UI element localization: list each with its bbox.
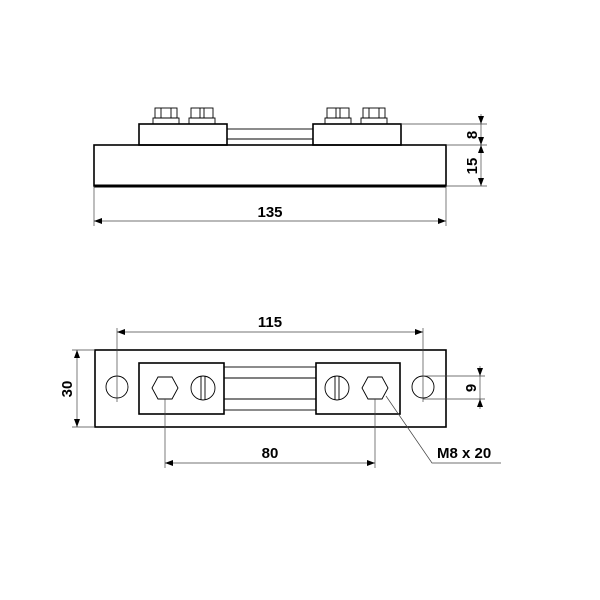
resistive-strip-top: [223, 366, 317, 411]
base-plate-side: [93, 144, 447, 187]
left-terminal-block-top: [138, 362, 225, 415]
dim-hole-diameter: 9: [463, 384, 480, 392]
top-view: 115 30 9 80 M8 x 20: [59, 314, 501, 468]
dim-block-height: 8: [464, 131, 481, 139]
slotted-screw-icon: [324, 375, 350, 401]
dim-hole-spacing: 115: [258, 314, 282, 331]
right-terminal-block-side: [312, 123, 402, 146]
slotted-screw-icon: [324, 107, 352, 125]
thread-callout: M8 x 20: [437, 445, 491, 462]
hex-bolt-icon: [151, 376, 179, 400]
left-terminal-block-side: [138, 123, 228, 146]
side-view: 8 15 135: [93, 107, 487, 226]
thread-leader-line: [385, 395, 501, 464]
slotted-screw-icon: [188, 107, 216, 125]
dim-base-height: 15: [464, 158, 481, 175]
dim-width: 30: [59, 381, 76, 398]
base-plate-top: [94, 349, 447, 428]
hex-bolt-icon: [360, 107, 388, 125]
hex-bolt-icon: [361, 376, 389, 400]
hex-bolt-icon: [152, 107, 180, 125]
resistive-strip-side: [226, 128, 314, 146]
dim-length: 135: [257, 204, 282, 221]
dim-terminal-spacing: 80: [262, 445, 279, 462]
slotted-screw-icon: [190, 375, 216, 401]
